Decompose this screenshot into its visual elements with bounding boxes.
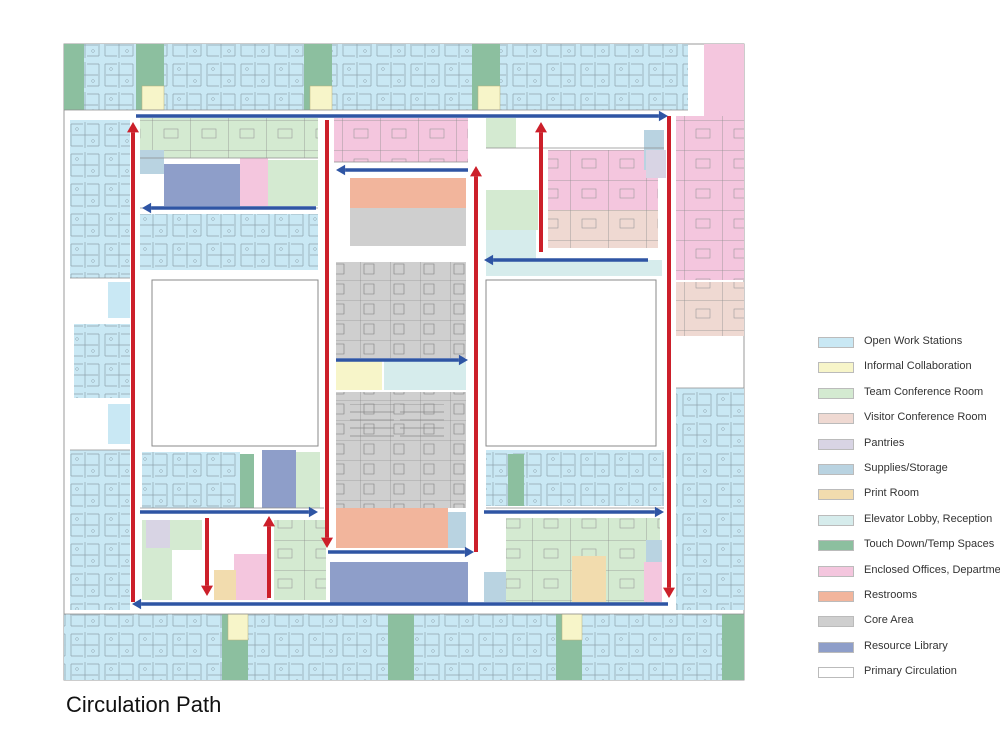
legend-item: Primary Circulation (818, 664, 1000, 689)
restrooms (336, 178, 466, 548)
legend-swatch (818, 667, 854, 679)
legend-swatch (818, 616, 854, 628)
legend-swatch (818, 590, 854, 602)
legend-item: Enclosed Offices, Departments (818, 563, 1000, 588)
circulation-arrow (201, 518, 213, 596)
legend-swatch (818, 463, 854, 475)
legend-swatch (818, 641, 854, 653)
legend-label: Pantries (864, 436, 905, 449)
legend-label: Informal Collaboration (864, 360, 972, 373)
circulation-arrow (328, 546, 474, 558)
circulation-arrow (484, 254, 648, 266)
circulation-arrow (663, 116, 675, 598)
resource-library (164, 164, 468, 604)
informal-collaboration (141, 85, 583, 641)
legend-swatch (818, 540, 854, 552)
legend-item: Supplies/Storage (818, 461, 1000, 486)
legend-label: Open Work Stations (864, 335, 963, 347)
open-work-stations (64, 44, 744, 680)
core-area (336, 196, 466, 508)
legend-label: Touch Down/Temp Spaces (864, 538, 995, 551)
legend-label: Team Conference Room (864, 385, 984, 398)
circulation-arrow (136, 110, 668, 122)
circulation-arrow (484, 506, 664, 518)
legend-label: Enclosed Offices, Departments (864, 563, 1000, 576)
circulation-arrow (336, 354, 468, 366)
circulation-arrows (127, 110, 675, 610)
legend-label: Visitor Conference Room (864, 411, 987, 424)
legend-item: Informal Collaboration (818, 359, 1000, 384)
legend-label: Core Area (864, 614, 914, 627)
legend-item: Touch Down/Temp Spaces (818, 537, 1000, 562)
circulation-arrow (321, 120, 333, 548)
legend-swatch (818, 387, 854, 399)
diagram-caption: Circulation Path (66, 692, 222, 717)
pantries (146, 150, 666, 548)
legend-item: Elevator Lobby, Reception (818, 512, 1000, 537)
legend-label: Resource Library (864, 639, 948, 652)
circulation-arrow (140, 506, 318, 518)
circulation-arrow (142, 202, 316, 214)
visitor-conference-rooms (548, 210, 744, 336)
legend-item: Team Conference Room (818, 385, 1000, 410)
legend-swatch (818, 565, 854, 577)
circulation-arrow (127, 122, 139, 602)
legend-label: Restrooms (864, 588, 918, 601)
circulation-arrow (470, 166, 482, 552)
legend-swatch (818, 514, 854, 526)
legend-swatch (818, 413, 854, 425)
legend-label: Primary Circulation (864, 665, 957, 678)
legend-item: Restrooms (818, 588, 1000, 613)
legend-swatch (818, 438, 854, 450)
legend-item: Core Area (818, 613, 1000, 638)
legend-label: Supplies/Storage (864, 461, 948, 474)
circulation-arrow (535, 122, 547, 252)
floor-plan (63, 43, 745, 681)
legend-item: Visitor Conference Room (818, 410, 1000, 435)
atriums (151, 279, 657, 447)
circulation-arrow (263, 516, 275, 598)
enclosed-offices (234, 44, 744, 602)
legend-swatch (818, 489, 854, 501)
legend-swatch (818, 362, 854, 374)
legend-swatch (818, 337, 854, 348)
legend-item: Open Work Stations (818, 334, 1000, 359)
legend-label: Elevator Lobby, Reception (864, 512, 993, 525)
circulation-arrow (336, 164, 468, 176)
legend-item: Print Room (818, 486, 1000, 511)
circulation-arrow (132, 598, 668, 610)
legend-item: Resource Library (818, 639, 1000, 664)
print-rooms (214, 556, 606, 602)
legend-label: Print Room (864, 487, 920, 500)
legend-item: Pantries (818, 436, 1000, 461)
